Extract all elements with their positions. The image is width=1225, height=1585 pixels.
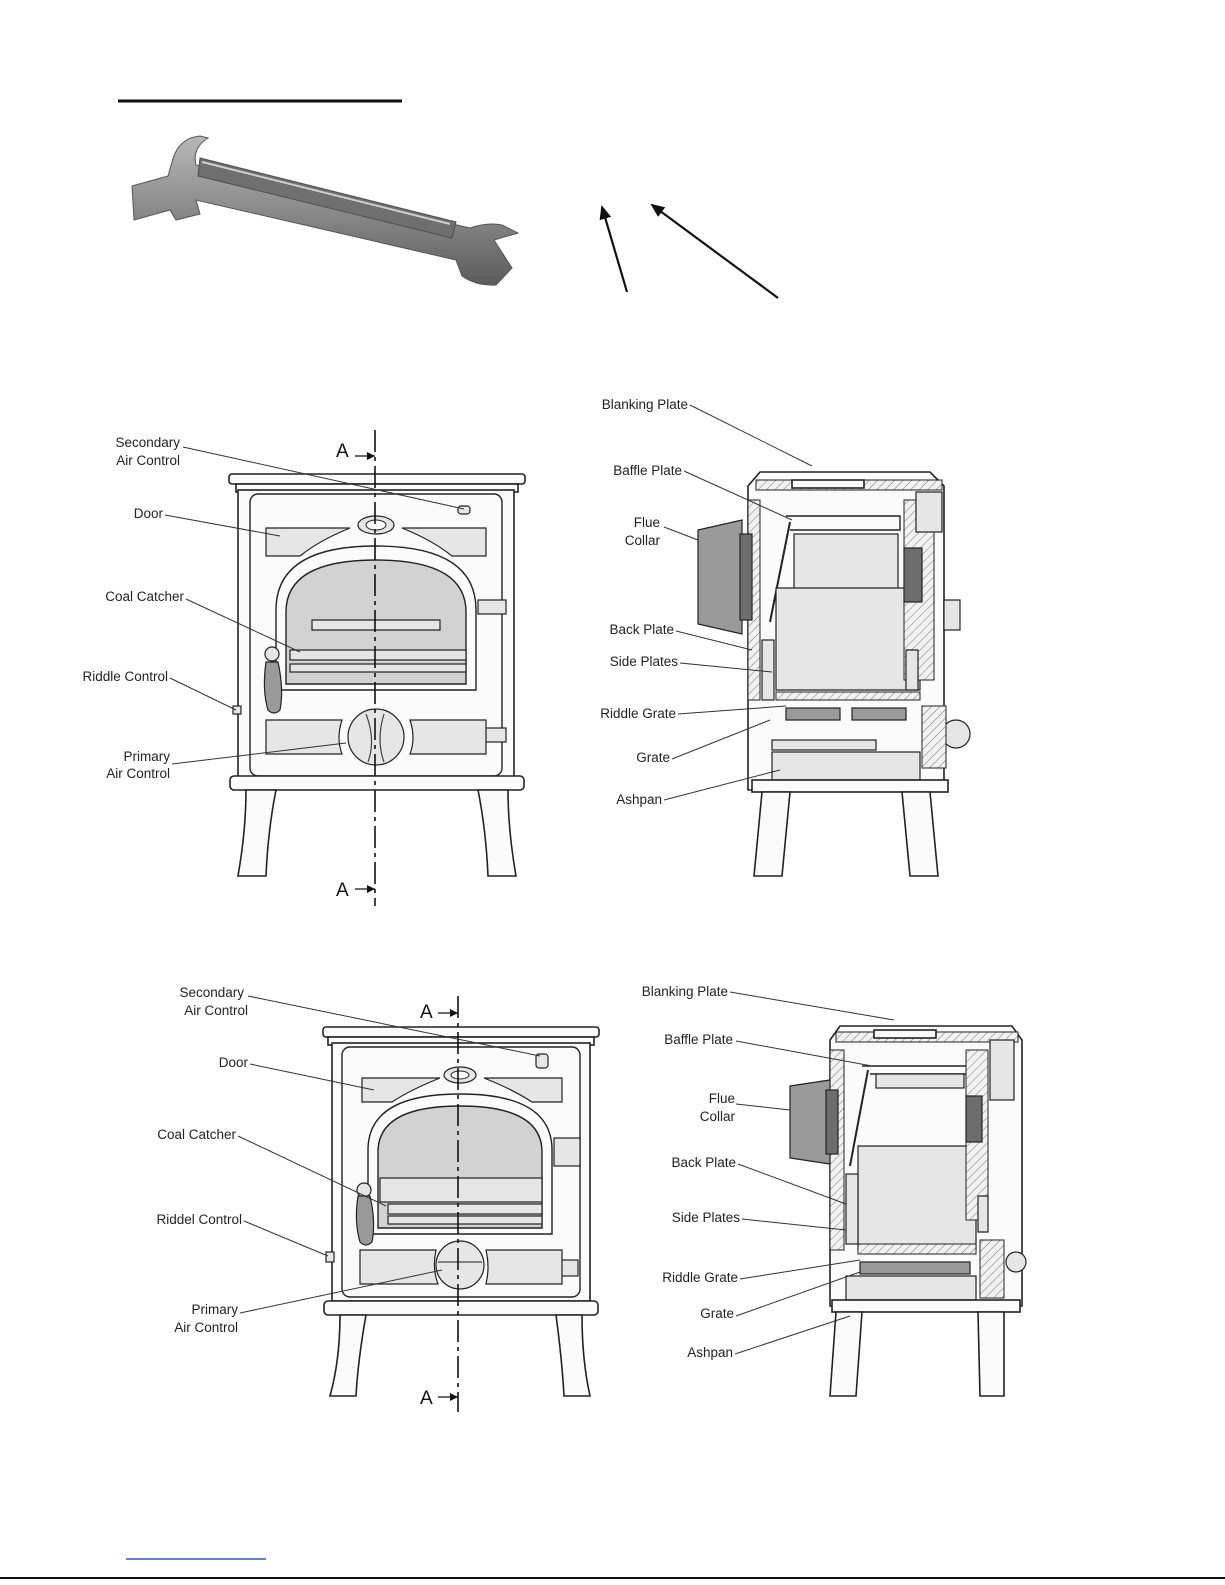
label-flue-collar-top-1: Flue [634, 515, 660, 530]
label-secondary-air-control-top-1: Secondary [115, 435, 180, 450]
label-secondary-air-control-top-2: Air Control [116, 453, 180, 468]
label-blanking-plate-top: Blanking Plate [602, 397, 688, 412]
label-side-plates-top: Side Plates [610, 654, 679, 669]
label-riddle-control-top: Riddle Control [82, 669, 168, 684]
section-marker-top-2: A [336, 880, 349, 901]
section-marker-bottom-2: A [420, 1388, 433, 1409]
label-blanking-plate-bottom: Blanking Plate [642, 984, 728, 999]
section-marker-top-1: A [336, 441, 349, 462]
label-ashpan-bottom: Ashpan [687, 1345, 733, 1360]
pointer-arrow-2 [650, 203, 779, 299]
label-back-plate-bottom: Back Plate [671, 1155, 736, 1170]
label-primary-air-control-top-2: Air Control [106, 766, 170, 781]
label-flue-collar-bottom-1: Flue [709, 1091, 735, 1106]
label-primary-air-control-bottom-2: Air Control [174, 1320, 238, 1335]
section-bottom-leaders [729, 991, 895, 1355]
front-view-bottom [322, 996, 600, 1412]
label-baffle-plate-bottom: Baffle Plate [664, 1032, 733, 1047]
label-door-top: Door [134, 506, 164, 521]
label-secondary-air-control-bottom-2: Air Control [184, 1003, 248, 1018]
stove-tool-illustration [131, 135, 520, 286]
pointer-arrow-1 [599, 205, 629, 293]
label-coal-catcher-bottom: Coal Catcher [157, 1127, 236, 1142]
label-flue-collar-top-2: Collar [625, 533, 661, 548]
section-top-leaders [663, 404, 813, 801]
label-grate-bottom: Grate [700, 1306, 734, 1321]
front-view-top [228, 430, 526, 906]
label-flue-collar-bottom-2: Collar [700, 1109, 736, 1124]
label-riddel-control-bottom: Riddel Control [156, 1212, 242, 1227]
label-riddle-grate-bottom: Riddle Grate [662, 1270, 738, 1285]
label-door-bottom: Door [219, 1055, 249, 1070]
label-primary-air-control-top-1: Primary [124, 749, 171, 764]
section-view-bottom [789, 1025, 1027, 1397]
label-grate-top: Grate [636, 750, 670, 765]
label-baffle-plate-top: Baffle Plate [613, 463, 682, 478]
section-marker-bottom-1: A [420, 1002, 433, 1023]
front-top-leaders [164, 446, 465, 765]
label-ashpan-top: Ashpan [616, 792, 662, 807]
label-riddle-grate-top: Riddle Grate [600, 706, 676, 721]
section-view-top [697, 471, 971, 877]
label-side-plates-bottom: Side Plates [672, 1210, 741, 1225]
label-primary-air-control-bottom-1: Primary [192, 1302, 239, 1317]
label-secondary-air-control-bottom-1: Secondary [179, 985, 244, 1000]
label-back-plate-top: Back Plate [609, 622, 674, 637]
front-bottom-leaders [237, 995, 541, 1314]
label-coal-catcher-top: Coal Catcher [105, 589, 184, 604]
